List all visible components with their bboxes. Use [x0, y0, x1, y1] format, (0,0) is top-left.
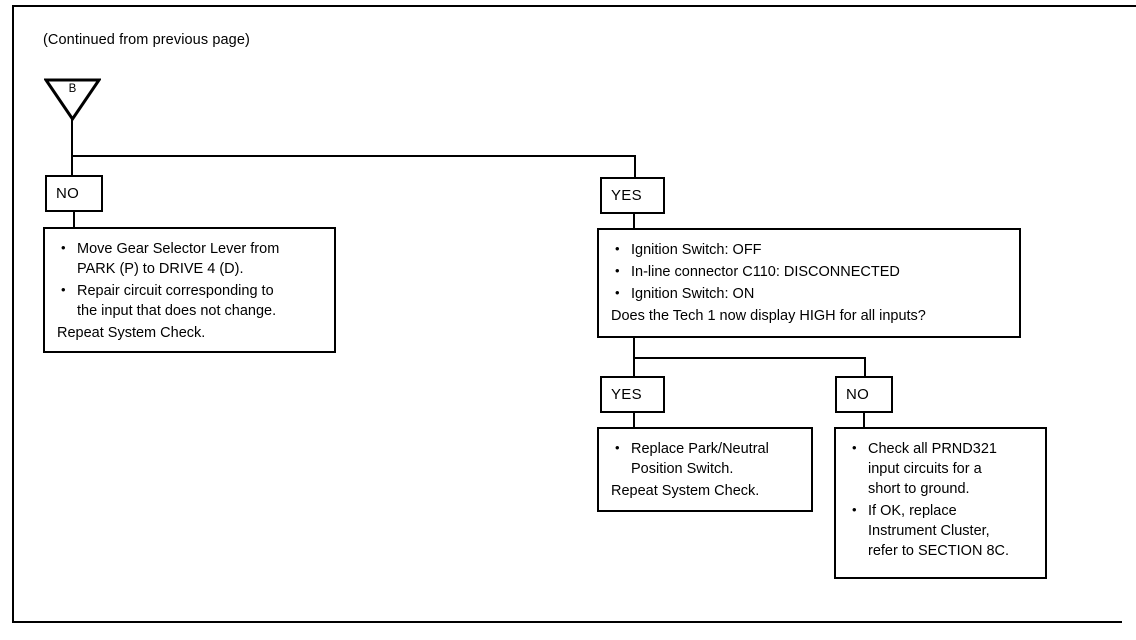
list-item: Ignition Switch: ON	[611, 283, 1007, 304]
connector-line-no2-to-action	[863, 413, 865, 427]
connector-line-to-yes-tag	[634, 155, 636, 177]
off-page-connector-label: B	[68, 83, 77, 95]
branch-tag-no-second[interactable]: NO	[835, 376, 893, 413]
action-box-lower-left-footer: Repeat System Check.	[611, 483, 760, 499]
connector-line-top-bus	[71, 155, 636, 157]
page-frame-bottom-border	[12, 621, 1122, 623]
bullet-line-cont: PARK (P) to DRIVE 4 (D).	[77, 261, 244, 277]
bullet-line-cont: refer to SECTION 8C.	[868, 543, 1010, 559]
branch-tag-no-top[interactable]: NO	[45, 175, 103, 212]
continued-from-previous-page-note: (Continued from previous page)	[43, 32, 250, 48]
test-box-right: Ignition Switch: OFF In-line connector C…	[597, 228, 1021, 338]
connector-line-yes2-to-action	[633, 413, 635, 427]
action-box-left-footer: Repeat System Check.	[57, 325, 206, 341]
branch-tag-yes-top-label: YES	[611, 187, 642, 204]
test-box-right-question: Does the Tech 1 now display HIGH for all…	[611, 308, 926, 324]
bullet-line-cont: input circuits for a	[868, 461, 982, 477]
bullet-line-cont: short to ground.	[868, 481, 970, 497]
test-box-right-bullet-list: Ignition Switch: OFF In-line connector C…	[611, 239, 1007, 304]
connector-line-b-stem	[71, 119, 73, 157]
connector-line-to-no-tag-2	[864, 357, 866, 377]
branch-tag-yes-second-label: YES	[611, 386, 642, 403]
list-item: In-line connector C110: DISCONNECTED	[611, 261, 1007, 282]
list-item: Check all PRND321 input circuits for a s…	[848, 438, 1033, 499]
branch-tag-yes-second[interactable]: YES	[600, 376, 665, 413]
branch-tag-no-second-label: NO	[846, 386, 870, 403]
connector-line-no-tag-to-action	[73, 212, 75, 228]
action-box-left: Move Gear Selector Lever from PARK (P) t…	[43, 227, 336, 353]
page-frame-left-border	[12, 5, 14, 623]
action-box-left-bullet-list: Move Gear Selector Lever from PARK (P) t…	[57, 238, 322, 321]
action-box-lower-right-bullet-list: Check all PRND321 input circuits for a s…	[848, 438, 1033, 561]
bullet-line: Repair circuit corresponding to	[77, 283, 274, 299]
bullet-line: In-line connector C110: DISCONNECTED	[631, 264, 900, 280]
bullet-line: Replace Park/Neutral	[631, 441, 769, 457]
connector-line-yes-tag-to-test	[633, 214, 635, 228]
connector-line-to-no-tag	[71, 155, 73, 177]
bullet-line-cont: the input that does not change.	[77, 303, 277, 319]
branch-tag-yes-top[interactable]: YES	[600, 177, 665, 214]
list-item: Ignition Switch: OFF	[611, 239, 1007, 260]
list-item: Move Gear Selector Lever from PARK (P) t…	[57, 238, 322, 279]
bullet-line: Ignition Switch: OFF	[631, 242, 762, 258]
action-box-lower-left-bullet-list: Replace Park/Neutral Position Switch.	[611, 438, 799, 479]
action-box-lower-left: Replace Park/Neutral Position Switch. Re…	[597, 427, 813, 512]
connector-line-test-box-drop	[633, 338, 635, 359]
bullet-line-cont: Instrument Cluster,	[868, 523, 990, 539]
page-frame-top-border	[12, 5, 1136, 7]
bullet-line: Ignition Switch: ON	[631, 286, 755, 302]
bullet-line: If OK, replace	[868, 503, 957, 519]
connector-line-second-bus	[633, 357, 866, 359]
branch-tag-no-top-label: NO	[56, 185, 80, 202]
list-item: Replace Park/Neutral Position Switch.	[611, 438, 799, 479]
bullet-line: Check all PRND321	[868, 441, 997, 457]
connector-line-to-yes-tag-2	[633, 357, 635, 377]
bullet-line-cont: Position Switch.	[631, 461, 734, 477]
bullet-line: Move Gear Selector Lever from	[77, 241, 280, 257]
list-item: If OK, replace Instrument Cluster, refer…	[848, 500, 1033, 561]
list-item: Repair circuit corresponding to the inpu…	[57, 280, 322, 321]
off-page-connector-b: B	[44, 77, 101, 121]
action-box-lower-right: Check all PRND321 input circuits for a s…	[834, 427, 1047, 579]
triangle-down-icon	[44, 78, 101, 121]
